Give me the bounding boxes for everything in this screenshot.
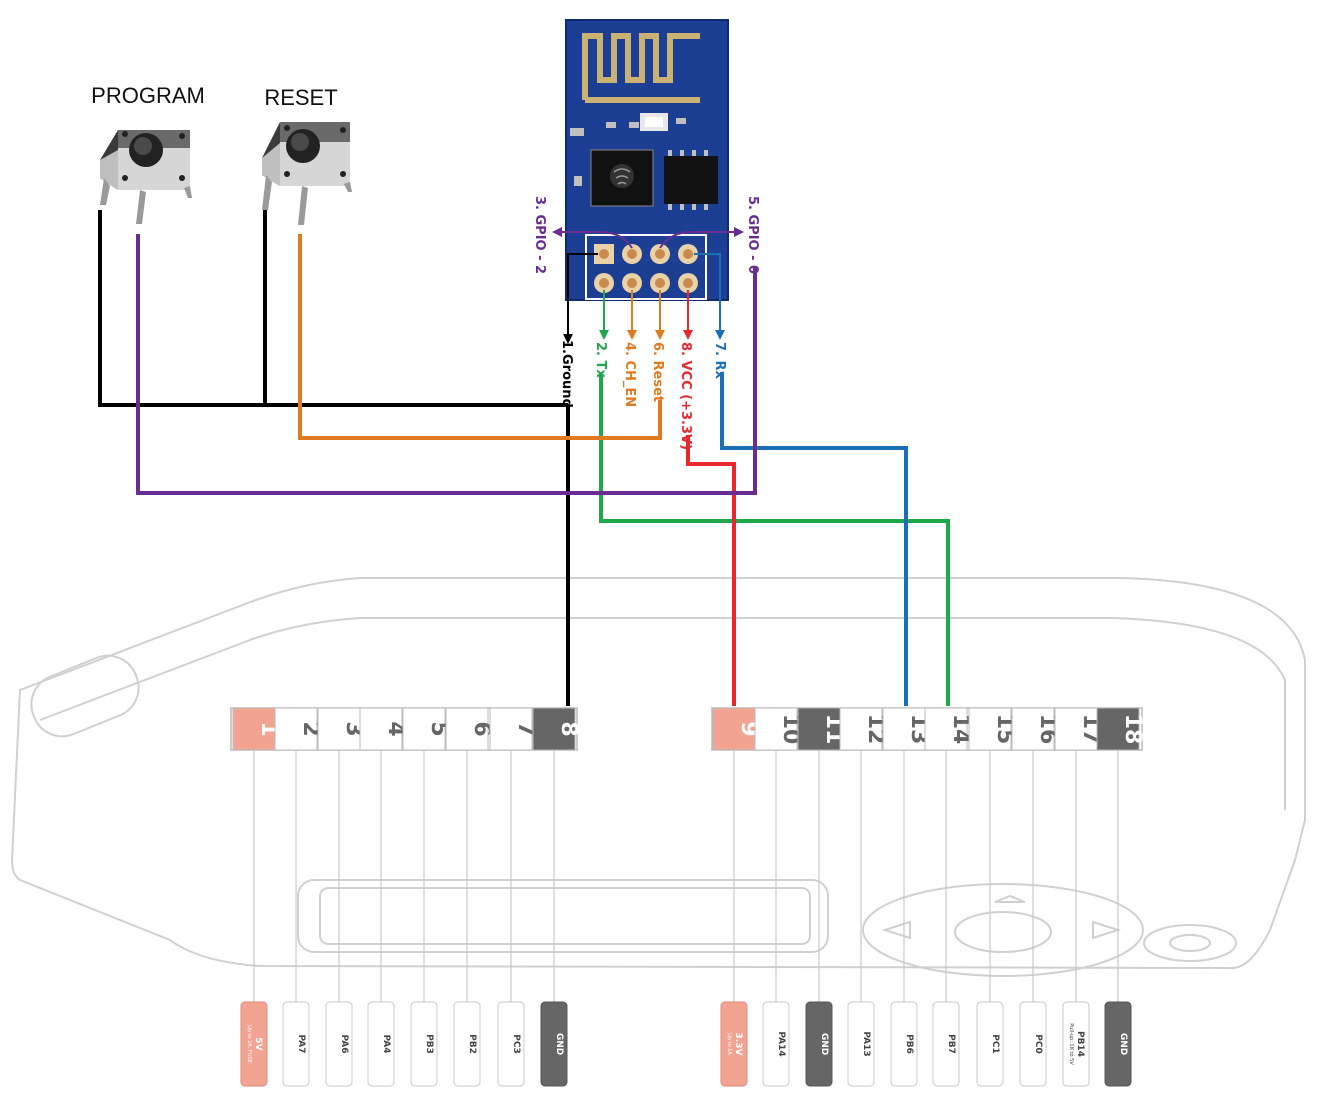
signal-label-text: GND bbox=[554, 1033, 564, 1055]
label-rx: 7. Rx bbox=[712, 342, 727, 380]
program-button-label: PROGRAM bbox=[91, 83, 205, 108]
reset-button-body bbox=[262, 122, 352, 225]
label-vcc: 8. VCC (+3.3V) bbox=[678, 342, 693, 450]
header-pin-18 bbox=[1096, 707, 1140, 751]
signal-label-text: PB3 bbox=[424, 1034, 434, 1054]
signal-label-text: GND bbox=[1118, 1033, 1128, 1055]
signal-label-box bbox=[932, 1001, 960, 1087]
signal-label-box bbox=[410, 1001, 438, 1087]
header-pin-5 bbox=[402, 707, 446, 751]
header-pin-9 bbox=[712, 707, 756, 751]
esp-header-pins bbox=[594, 244, 698, 293]
signal-label-text: PA7 bbox=[296, 1035, 306, 1054]
header-pin-14 bbox=[924, 707, 968, 751]
signal-label-box bbox=[720, 1001, 748, 1087]
tx-wire bbox=[599, 375, 950, 706]
signal-label-text: PB6 bbox=[904, 1034, 914, 1054]
signal-label-box bbox=[1019, 1001, 1047, 1087]
header-pin-number: 7 bbox=[513, 721, 538, 736]
gpio-wire bbox=[136, 234, 757, 495]
label-tx: 2. Tx bbox=[593, 342, 608, 378]
gpio0-arrow bbox=[659, 231, 736, 249]
header-pin-number: 4 bbox=[383, 721, 408, 736]
vcc-wire bbox=[686, 435, 736, 706]
signal-label-text: PB2 bbox=[467, 1034, 477, 1054]
header-pin-number: 2 bbox=[298, 721, 323, 736]
flash-chip bbox=[664, 156, 718, 204]
signal-label-text: 5V bbox=[253, 1037, 263, 1050]
signal-label-box bbox=[282, 1001, 310, 1087]
gpio2-arrow bbox=[560, 231, 633, 249]
signal-label-text: PB7 bbox=[946, 1034, 956, 1054]
reset-wire bbox=[298, 234, 662, 440]
rx-arrow bbox=[694, 253, 721, 332]
header-pin-11 bbox=[797, 707, 841, 751]
reset-button-label: RESET bbox=[264, 85, 337, 110]
signal-label-box bbox=[325, 1001, 353, 1087]
esp-pin-labels: 3. GPIO - 2 5. GPIO - 0 1.Ground 2. Tx 4… bbox=[532, 196, 760, 450]
header-pin-7 bbox=[489, 707, 533, 751]
signal-label-box bbox=[1104, 1001, 1132, 1087]
pin-leader-lines bbox=[253, 750, 1119, 1002]
header-pin-number: 6 bbox=[469, 721, 494, 736]
signal-label-text: PC3 bbox=[511, 1034, 521, 1053]
signal-label-text: PA13 bbox=[861, 1031, 871, 1056]
signal-label-box bbox=[976, 1001, 1004, 1087]
header-pin-4 bbox=[359, 707, 403, 751]
reset-button[interactable]: RESET bbox=[262, 85, 352, 225]
program-button[interactable]: PROGRAM bbox=[91, 83, 205, 224]
signal-label-text: GND bbox=[819, 1033, 829, 1055]
signal-label-text: PA6 bbox=[339, 1035, 349, 1054]
label-gpio2: 3. GPIO - 2 bbox=[532, 196, 547, 274]
header-pin-16 bbox=[1011, 707, 1055, 751]
signal-label-box bbox=[847, 1001, 875, 1087]
signal-label-box bbox=[805, 1001, 833, 1087]
program-button-body bbox=[100, 130, 192, 224]
signal-label-text: PA4 bbox=[381, 1035, 391, 1054]
signal-label-subtext: Pull-up: 1K to 5V bbox=[1068, 1023, 1074, 1065]
signal-label-text: PA14 bbox=[776, 1031, 786, 1056]
header-pin-number: 5 bbox=[426, 721, 451, 736]
signal-label-box bbox=[890, 1001, 918, 1087]
header-pin-17 bbox=[1054, 707, 1098, 751]
signal-label-box bbox=[497, 1001, 525, 1087]
label-chen: 4. CH_EN bbox=[622, 342, 637, 407]
signal-label-subtext: Up to 1A bbox=[726, 1033, 732, 1055]
header-pin-13 bbox=[882, 707, 926, 751]
header-pin-6 bbox=[445, 707, 489, 751]
label-ground: 1.Ground bbox=[559, 340, 574, 408]
rx-wire bbox=[720, 372, 908, 706]
signal-label-text: PC1 bbox=[990, 1034, 1000, 1053]
signal-label-box bbox=[540, 1001, 568, 1087]
ground-wire-main bbox=[98, 210, 570, 706]
signal-label-box bbox=[1062, 1001, 1090, 1087]
esp01-module bbox=[565, 19, 729, 301]
header-pin-10 bbox=[754, 707, 798, 751]
label-gpio0: 5. GPIO - 0 bbox=[745, 196, 760, 274]
signal-label-box bbox=[453, 1001, 481, 1087]
signal-label-box bbox=[367, 1001, 395, 1087]
signal-label-subtext: Up to 2A, FUSE bbox=[246, 1025, 252, 1063]
label-reset: 6. Reset bbox=[650, 342, 665, 402]
header-pin-12 bbox=[839, 707, 883, 751]
header-pin-number: 18 bbox=[1120, 714, 1145, 745]
signal-label-box bbox=[240, 1001, 268, 1087]
device-outline bbox=[10, 577, 1306, 977]
signal-label-text: 3.3V bbox=[733, 1033, 743, 1056]
signal-label-box bbox=[762, 1001, 790, 1087]
antenna-trace bbox=[582, 33, 700, 103]
signal-label-text: PB14 bbox=[1075, 1031, 1085, 1057]
ground-wire bbox=[567, 253, 598, 336]
header-pin-number: 8 bbox=[556, 721, 581, 736]
signal-label-text: PC0 bbox=[1033, 1034, 1043, 1053]
